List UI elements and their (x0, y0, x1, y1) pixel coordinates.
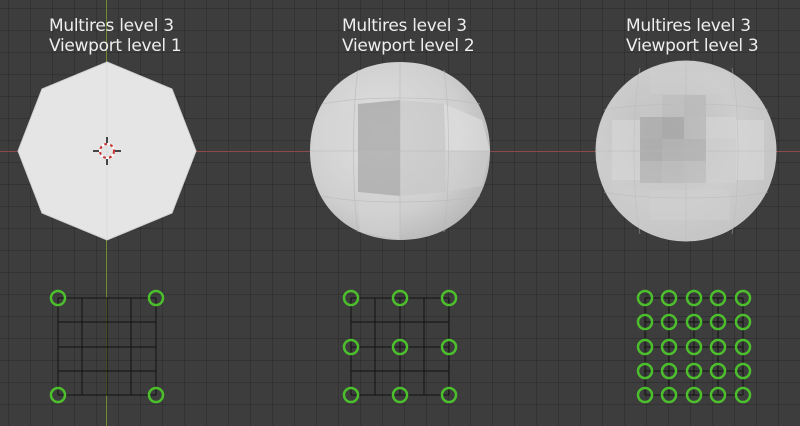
subdiv-mesh-level-1[interactable] (17, 61, 197, 241)
vertex-circle-icon (660, 362, 678, 380)
multires-level-text: Multires level 3 (49, 16, 174, 36)
vertex-circle-icon (391, 338, 409, 356)
vertex-circle-icon (342, 289, 360, 307)
viewport-level-text: Viewport level 2 (342, 36, 475, 56)
vertex-circle-icon (440, 338, 458, 356)
viewport-level-text: Viewport level 3 (626, 36, 759, 56)
cage-grid-2 (350, 297, 450, 396)
vertex-set-3[interactable] (636, 289, 752, 404)
panel-label-2: Multires level 3 Viewport level 2 (342, 16, 475, 56)
vertex-circle-icon (685, 289, 703, 307)
vertex-circle-icon (734, 313, 752, 331)
vertex-circle-icon (660, 338, 678, 356)
vertex-circle-icon (636, 362, 654, 380)
vertex-circle-icon (734, 362, 752, 380)
vertex-circle-icon (636, 338, 654, 356)
vertex-circle-icon (660, 289, 678, 307)
vertex-circle-icon (660, 313, 678, 331)
vertex-circle-icon (709, 289, 727, 307)
vertex-circle-icon (147, 289, 165, 307)
vertex-circle-icon (709, 386, 727, 404)
vertex-circle-icon (49, 289, 67, 307)
multires-level-text: Multires level 3 (342, 16, 467, 36)
cage-grid-3 (644, 297, 744, 396)
vertex-circle-icon (734, 338, 752, 356)
vertex-circle-icon (685, 386, 703, 404)
vertex-circle-icon (391, 289, 409, 307)
vertex-circle-icon (49, 386, 67, 404)
vertex-circle-icon (440, 289, 458, 307)
3d-cursor-icon[interactable] (93, 137, 121, 165)
vertex-circle-icon (636, 289, 654, 307)
viewport-level-text: Viewport level 1 (49, 36, 182, 56)
vertex-circle-icon (636, 313, 654, 331)
vertex-set-2[interactable] (342, 289, 458, 404)
vertex-circle-icon (734, 289, 752, 307)
vertex-circle-icon (734, 386, 752, 404)
vertex-circle-icon (709, 313, 727, 331)
vertex-circle-icon (342, 338, 360, 356)
vertex-circle-icon (685, 362, 703, 380)
vertex-circle-icon (709, 362, 727, 380)
subdiv-mesh-level-3[interactable] (595, 60, 777, 242)
vertex-circle-icon (709, 338, 727, 356)
vertex-circle-icon (660, 386, 678, 404)
vertex-circle-icon (342, 386, 360, 404)
panel-label-1: Multires level 3 Viewport level 1 (49, 16, 182, 56)
multires-level-text: Multires level 3 (626, 16, 751, 36)
vertex-circle-icon (391, 386, 409, 404)
vertex-circle-icon (440, 386, 458, 404)
vertex-set-1[interactable] (49, 289, 165, 404)
vertex-circle-icon (636, 386, 654, 404)
cage-grid-1 (57, 297, 157, 396)
vertex-circle-icon (685, 313, 703, 331)
vertex-circle-icon (685, 338, 703, 356)
vertex-circle-icon (147, 386, 165, 404)
panel-label-3: Multires level 3 Viewport level 3 (626, 16, 759, 56)
subdiv-mesh-level-2[interactable] (310, 62, 490, 240)
